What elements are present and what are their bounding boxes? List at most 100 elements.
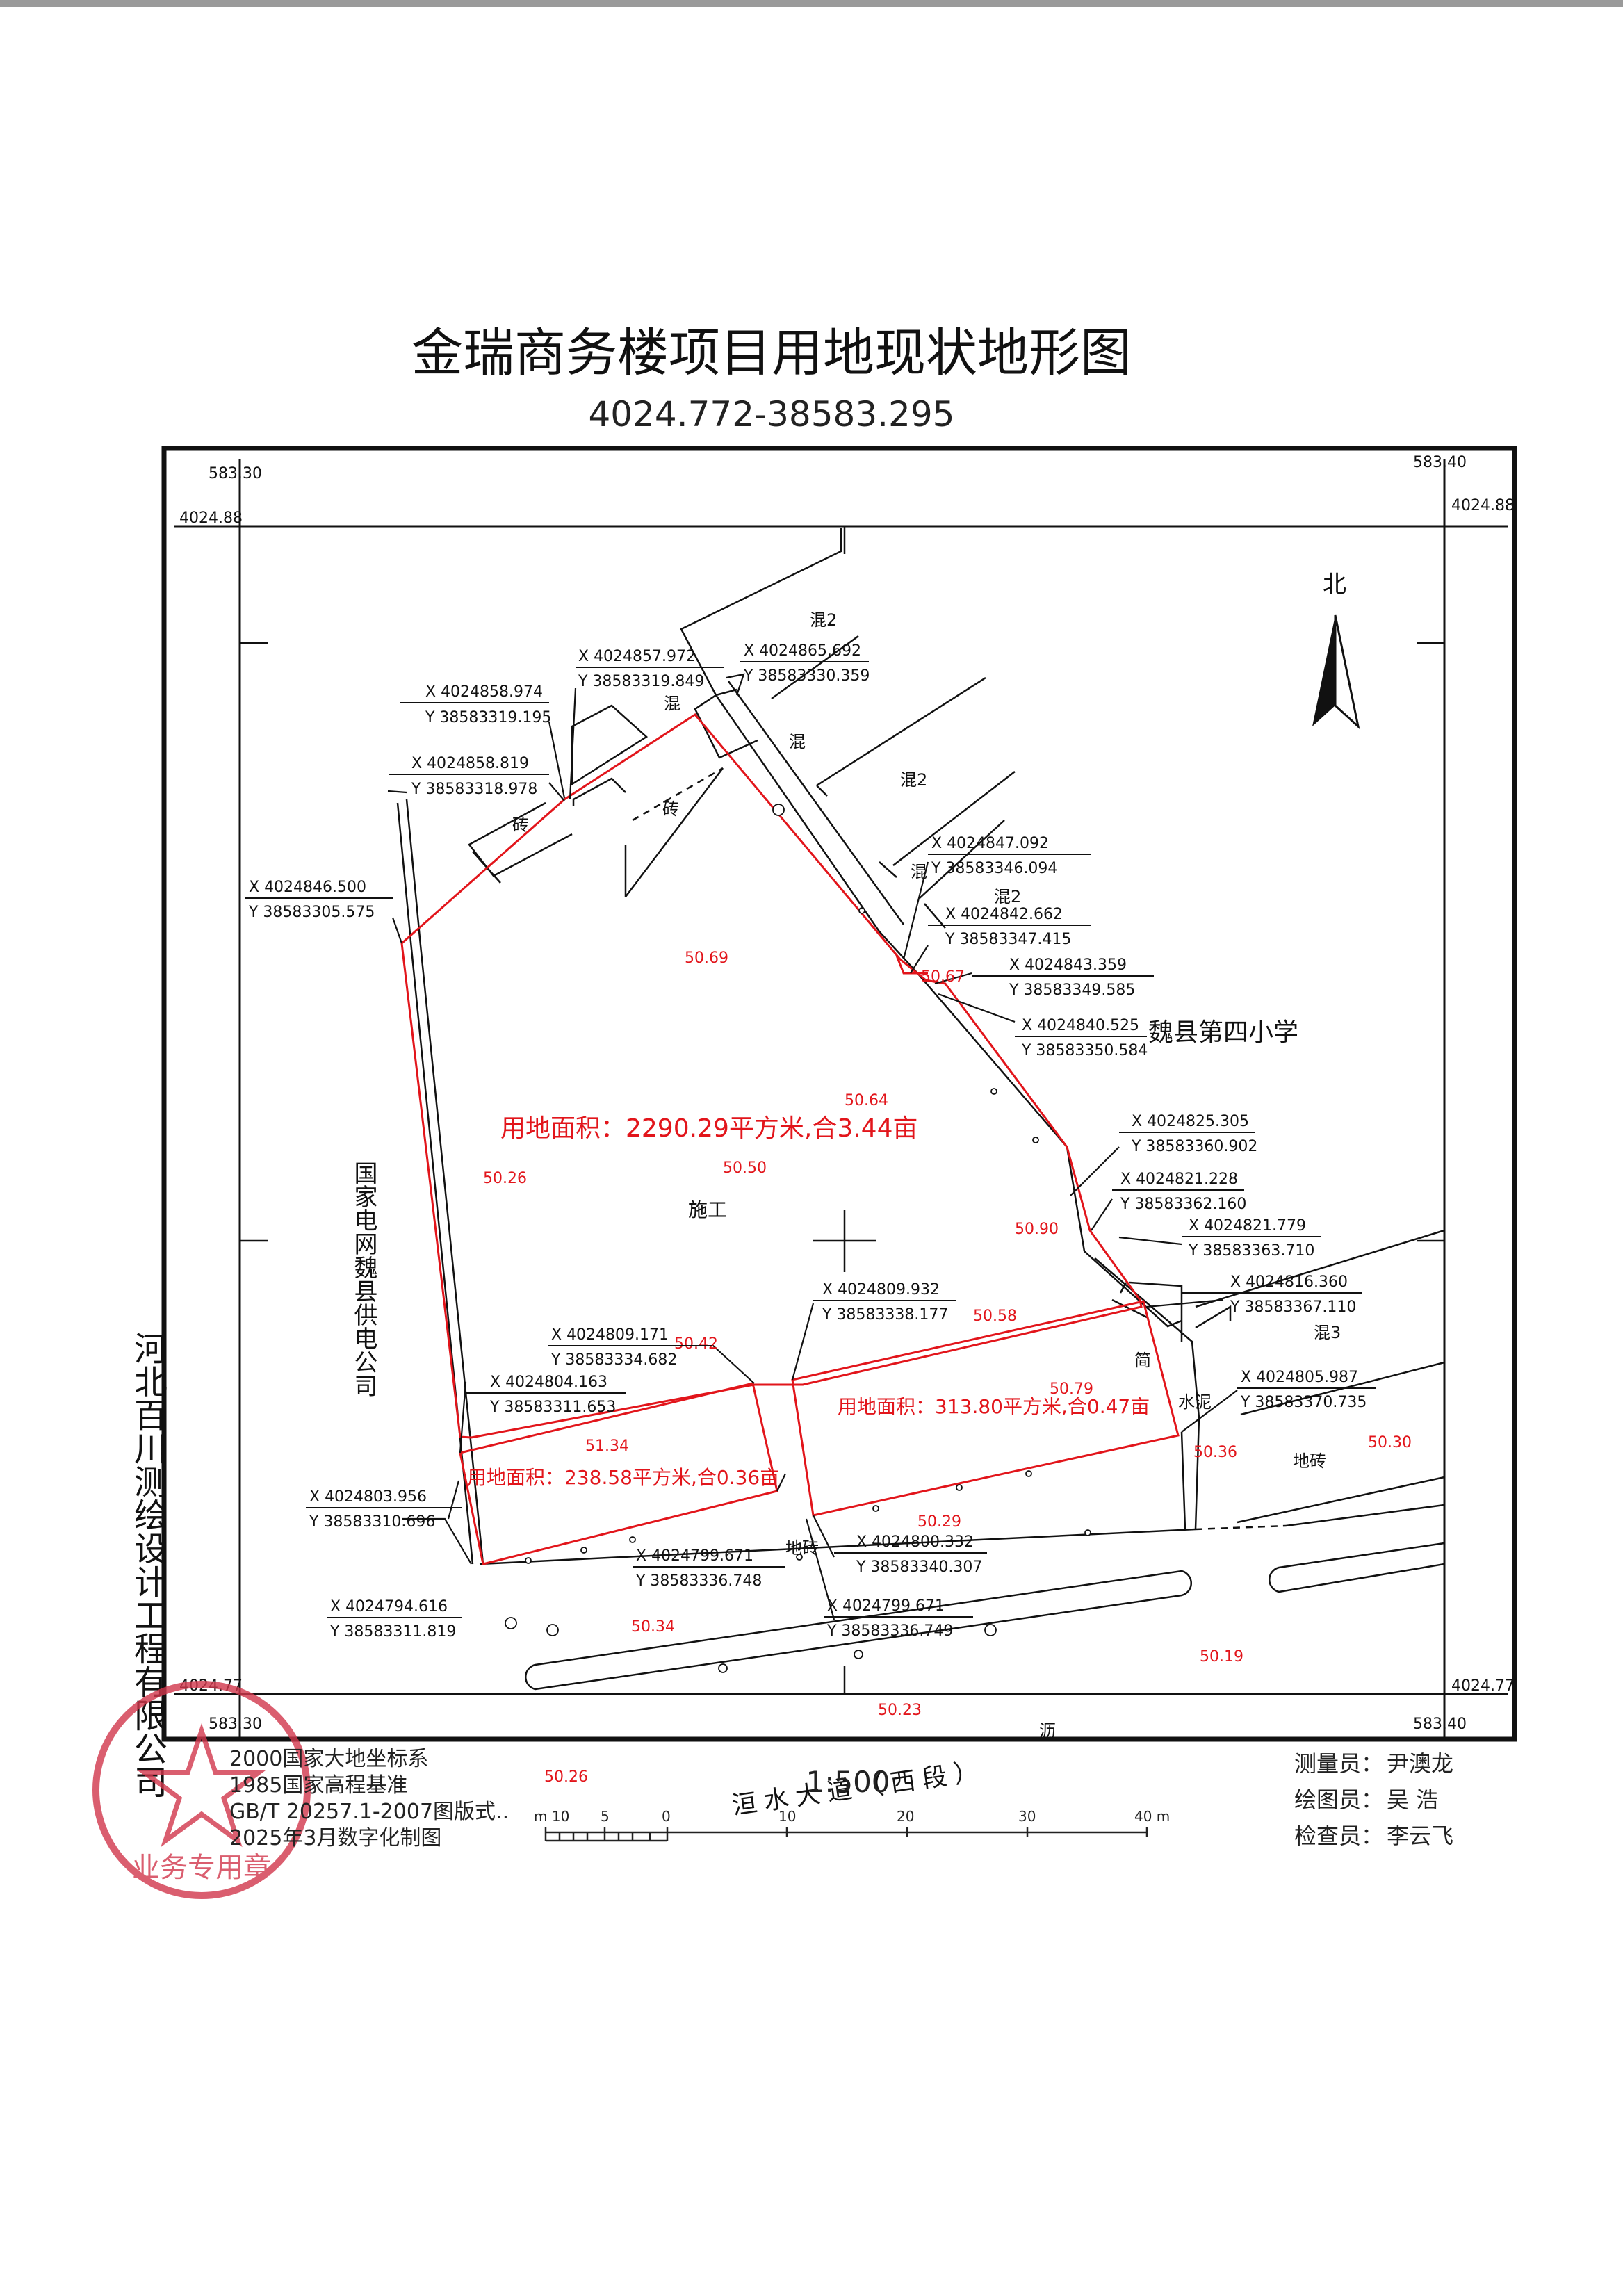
label-cement: 水泥 [1178,1392,1212,1412]
svg-text:Y 38583336.749: Y 38583336.749 [826,1622,953,1640]
svg-text:X 4024821.228: X 4024821.228 [1120,1171,1238,1188]
coord-label: X 4024843.359 Y 38583349.585 [972,956,1154,999]
svg-text:X 4024794.616: X 4024794.616 [330,1598,448,1615]
coord-label: X 4024794.616 Y 38583311.819 [327,1598,462,1640]
label-hun2: 混2 [900,770,927,790]
elevation-point: 50.90 [1015,1221,1059,1238]
scale-tick-label: 40 m [1134,1808,1170,1825]
svg-text:X 4024825.305: X 4024825.305 [1132,1113,1249,1130]
staff-name: 尹澳龙 [1387,1750,1453,1777]
label-hun3: 混3 [1314,1323,1341,1342]
north-arrow-icon [1312,614,1360,730]
elevation-point: 50.26 [483,1170,527,1187]
coord-label: X 4024816.360 Y 38583367.110 [1182,1273,1362,1316]
grid-ticks [240,526,1444,1694]
scale-tick-label: 20 [897,1808,914,1825]
elevation-point: 50.29 [917,1513,961,1531]
coord-label: X 4024847.092 Y 38583346.094 [928,835,1091,877]
label-hun2: 混2 [994,887,1021,906]
frame-x-tl: 583.30 [209,465,262,482]
svg-text:X 4024799.671: X 4024799.671 [827,1597,945,1615]
coord-label: X 4024821.228 Y 38583362.160 [1112,1171,1246,1213]
elevation-point: 50.36 [1193,1444,1237,1461]
svg-text:X 4024804.163: X 4024804.163 [490,1374,607,1391]
coord-label: X 4024800.332 Y 38583340.307 [834,1533,987,1576]
scale-bar [544,1827,1148,1842]
staff-role: 绘图员： [1294,1786,1383,1813]
coord-label: X 4024865.692 Y 38583330.359 [740,642,870,685]
svg-text:Y 38583346.094: Y 38583346.094 [931,860,1057,877]
elevation-point: 50.67 [921,968,965,986]
label-hun: 混 [789,732,806,751]
surrounding-features [396,528,1445,1565]
staff-name: 李云飞 [1387,1823,1453,1849]
scale-tick-label: 0 [662,1808,671,1825]
elevation-point: 50.79 [1050,1381,1093,1398]
map-title: 金瑞商务楼项目用地现状地形图 [411,323,1132,383]
elevation-point: 50.26 [544,1768,588,1786]
svg-text:X 4024865.692: X 4024865.692 [744,642,861,660]
svg-text:X 4024846.500: X 4024846.500 [249,879,366,896]
coord-label: X 4024858.974 Y 38583319.195 [400,683,551,726]
staff-role: 测量员： [1294,1750,1383,1777]
main-area-label: 用地面积：2290.29平方米,合3.44亩 [500,1114,917,1143]
label-hun: 混 [911,862,927,881]
svg-text:Y 38583370.735: Y 38583370.735 [1240,1394,1367,1411]
svg-text:Y 38583349.585: Y 38583349.585 [1009,982,1135,999]
label-asphalt: 沥 [1039,1721,1056,1741]
company-seal-icon: 业务专用章 [92,1681,311,1899]
label-floor-tile: 地砖 [785,1538,819,1558]
svg-text:业务专用章: 业务专用章 [132,1852,271,1884]
coord-label: X 4024809.171 Y 38583334.682 [548,1326,712,1369]
svg-text:Y 38583311.653: Y 38583311.653 [489,1399,616,1416]
elevation-point: 50.50 [723,1159,767,1177]
elevation-point: 50.30 [1368,1434,1412,1451]
label-construction: 施工 [688,1198,727,1221]
coord-label: X 4024799.671 Y 38583336.749 [824,1597,973,1640]
svg-text:X 4024843.359: X 4024843.359 [1009,956,1127,974]
svg-text:Y 38583350.584: Y 38583350.584 [1021,1042,1148,1059]
outer-frame [161,446,1517,1742]
right-area-label: 用地面积：313.80平方米,合0.47亩 [838,1395,1150,1418]
svg-text:X 4024821.779: X 4024821.779 [1189,1217,1306,1235]
frame-y-tr: 4024.88 [1451,497,1515,514]
label-hun: 混 [664,694,680,713]
scale-ratio: 1:500 [806,1765,890,1799]
svg-text:X 4024803.956: X 4024803.956 [309,1488,427,1506]
coord-label: X 4024805.987 Y 38583370.735 [1237,1369,1376,1411]
coord-label: X 4024857.972 Y 38583319.849 [576,648,724,690]
svg-text:X 4024809.932: X 4024809.932 [822,1281,940,1298]
coord-label: X 4024799.671 Y 38583336.748 [633,1547,785,1590]
frame-y-tl: 4024.88 [179,510,243,527]
elevation-point: 50.58 [973,1308,1017,1325]
label-brick: 砖 [662,799,679,819]
coord-label: X 4024846.500 Y 38583305.575 [245,879,393,921]
svg-text:X 4024800.332: X 4024800.332 [856,1533,974,1551]
svg-text:Y 38583334.682: Y 38583334.682 [550,1351,677,1369]
elevation-point: 50.42 [674,1335,718,1353]
svg-text:X 4024842.662: X 4024842.662 [945,906,1063,923]
inner-frame [238,525,1446,1695]
label-floor-tile: 地砖 [1293,1451,1326,1471]
elevation-point: 50.64 [845,1092,888,1109]
svg-text:X 4024857.972: X 4024857.972 [578,648,696,665]
svg-text:Y 38583362.160: Y 38583362.160 [1120,1196,1246,1213]
svg-text:Y 38583319.849: Y 38583319.849 [578,673,704,690]
svg-text:Y 38583336.748: Y 38583336.748 [635,1572,762,1590]
scale-tick-label: 5 [601,1808,610,1825]
company-name: 河北百川测绘设计工程有限公司 [128,1331,167,1798]
elevation-point: 51.34 [585,1438,629,1455]
elevation-point: 50.23 [878,1702,922,1719]
svg-text:Y 38583311.819: Y 38583311.819 [329,1623,456,1640]
scale-tick-label: 10 [778,1808,796,1825]
road-medians [524,1542,1446,1691]
boundary-marker-dots [505,804,1091,1673]
svg-text:Y 38583363.710: Y 38583363.710 [1188,1242,1314,1260]
svg-text:Y 38583367.110: Y 38583367.110 [1230,1298,1356,1316]
svg-text:Y 38583319.195: Y 38583319.195 [425,709,551,726]
label-hun2: 混2 [810,610,837,630]
power-company-label: 国家电网魏县供电公司 [350,1161,377,1397]
svg-text:X 4024840.525: X 4024840.525 [1022,1017,1139,1034]
svg-text:Y 38583340.307: Y 38583340.307 [856,1558,982,1576]
svg-text:X 4024816.360: X 4024816.360 [1230,1273,1348,1291]
